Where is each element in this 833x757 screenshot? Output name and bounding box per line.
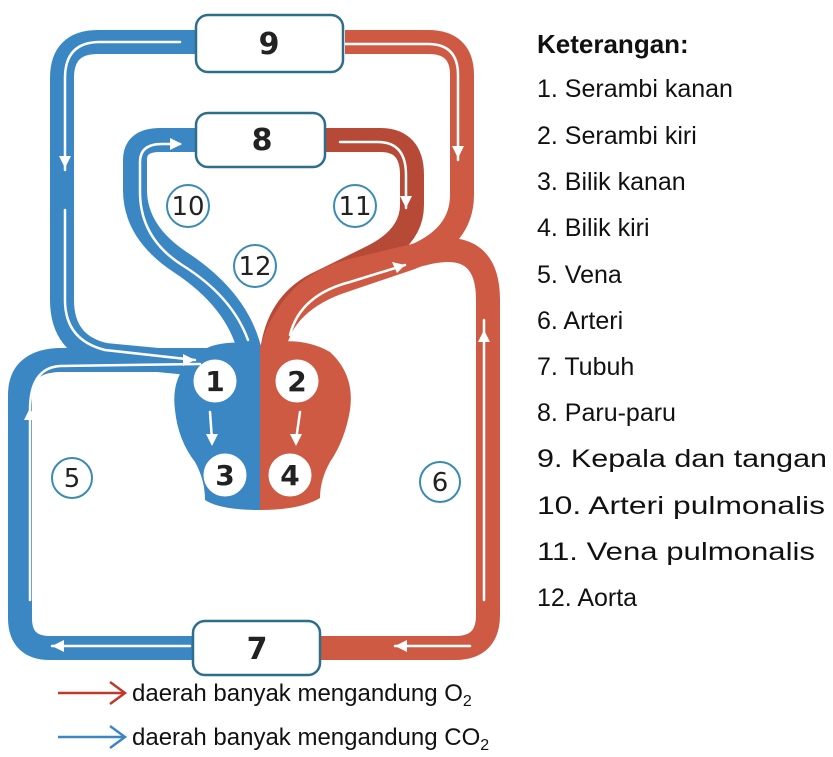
legend-item: 5. Vena — [537, 261, 622, 289]
vessel-11: 11 — [333, 184, 377, 228]
co2-key-text: daerah banyak mengandung CO2 — [132, 724, 489, 754]
legend: Keterangan: 1. Serambi kanan 2. Serambi … — [537, 29, 827, 612]
red-arrow-icon — [58, 680, 128, 706]
legend-item: 10. Arteri pulmonalis — [537, 492, 825, 520]
oxygen-key-text: daerah banyak mengandung O2 — [132, 680, 472, 710]
chamber-3: 3 — [203, 453, 247, 497]
legend-title: Keterangan: — [537, 29, 689, 59]
vessel-10-label: 10 — [171, 192, 204, 222]
color-key: daerah banyak mengandung O2 daerah banya… — [58, 680, 489, 754]
pulmonary-artery-pipe — [123, 128, 262, 356]
vessel-11-label: 11 — [338, 192, 371, 222]
legend-item: 3. Bilik kanan — [537, 168, 686, 196]
vessel-5-label: 5 — [64, 464, 81, 494]
vessel-6-label: 6 — [432, 468, 449, 498]
box-7-label: 7 — [247, 632, 268, 667]
chamber-2-label: 2 — [287, 365, 306, 398]
legend-item: 4. Bilik kiri — [537, 214, 650, 242]
legend-item: 1. Serambi kanan — [537, 75, 733, 103]
vessel-10: 10 — [166, 184, 210, 228]
box-body: 7 — [191, 619, 322, 677]
legend-item: 6. Arteri — [537, 307, 623, 335]
blue-arrow-icon — [58, 724, 128, 750]
vessel-12: 12 — [233, 244, 277, 288]
chamber-2: 2 — [275, 359, 319, 403]
aorta-to-body — [260, 238, 500, 660]
legend-item: 11. Vena pulmonalis — [537, 538, 815, 566]
chamber-4-label: 4 — [280, 459, 299, 492]
box-lungs: 8 — [194, 111, 327, 169]
chamber-3-label: 3 — [215, 459, 234, 492]
chamber-4: 4 — [268, 453, 312, 497]
legend-item: 2. Serambi kiri — [537, 122, 697, 150]
box-8-label: 8 — [252, 123, 273, 158]
legend-item: 7. Tubuh — [537, 353, 634, 381]
chamber-1: 1 — [193, 359, 237, 403]
vessel-12-label: 12 — [238, 252, 271, 282]
vessel-6: 6 — [419, 461, 461, 503]
legend-item: 9. Kepala dan tangan — [537, 445, 827, 473]
legend-item: 12. Aorta — [537, 584, 637, 612]
chamber-1-label: 1 — [205, 365, 224, 398]
box-head-arms: 9 — [194, 13, 345, 74]
box-9-label: 9 — [259, 27, 280, 62]
legend-item: 8. Paru-paru — [537, 399, 676, 427]
vessel-5: 5 — [51, 457, 93, 499]
vein-from-body — [8, 348, 215, 660]
flow-arrowheads — [24, 138, 490, 652]
